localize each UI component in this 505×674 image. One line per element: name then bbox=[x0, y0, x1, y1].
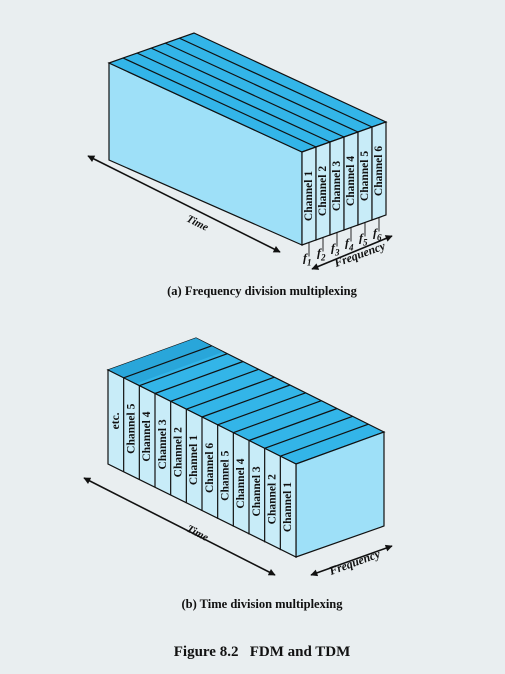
fdm-frequency-label-1: f1 bbox=[303, 251, 312, 268]
fdm-channel-label: Channel 2 bbox=[317, 166, 329, 216]
tdm-slot-label: Channel 5 bbox=[220, 450, 232, 500]
tdm-top-divider bbox=[170, 368, 259, 402]
tdm-top-divider bbox=[154, 360, 244, 395]
fdm-channel-label: Channel 1 bbox=[303, 171, 315, 221]
fdm-top-divider bbox=[164, 42, 359, 133]
tdm-slot-label: Channel 3 bbox=[157, 419, 169, 469]
tdm-slot-label: Channel 1 bbox=[188, 435, 200, 485]
fdm-top-divider bbox=[150, 47, 345, 138]
tdm-top-divider bbox=[280, 423, 369, 457]
tdm-top-divider bbox=[217, 392, 306, 426]
fdm-channel-strip bbox=[371, 121, 387, 221]
tdm-slot-label: Channel 4 bbox=[141, 411, 153, 461]
tdm-slot-label: Channel 6 bbox=[204, 443, 216, 493]
fdm-channel-label: Channel 3 bbox=[331, 161, 343, 211]
tdm-top-divider bbox=[186, 376, 275, 410]
tdm-top-divider bbox=[139, 353, 228, 387]
fdm-channel-label: Channel 4 bbox=[345, 156, 357, 206]
tdm-time-axis-arrow bbox=[83, 477, 276, 576]
tdm-top-divider bbox=[201, 384, 291, 418]
fdm-channel-label: Channel 6 bbox=[373, 146, 385, 196]
tdm-top-divider bbox=[233, 400, 322, 434]
tdm-slot-label: etc. bbox=[110, 412, 122, 429]
tdm-slot-label: Channel 2 bbox=[173, 427, 185, 477]
tdm-slot-label: Channel 1 bbox=[282, 482, 294, 532]
tdm-top-dividers bbox=[123, 345, 369, 457]
fdm-channel-label: Channel 5 bbox=[359, 151, 371, 201]
tdm-slot-label: Channel 5 bbox=[126, 403, 138, 453]
fdm-top-dividers bbox=[122, 37, 373, 148]
tdm-top-divider bbox=[248, 407, 338, 442]
tdm-top-divider bbox=[123, 345, 212, 379]
tdm-slot-label: Channel 4 bbox=[235, 458, 247, 508]
fdm-frequency-axis-arrow bbox=[311, 235, 393, 270]
fdm-time-axis-arrow bbox=[87, 155, 281, 253]
tdm-frequency-axis-arrow bbox=[310, 544, 393, 577]
fdm-top-divider bbox=[178, 37, 373, 128]
figure-title: Figure 8.2 FDM and TDM bbox=[174, 644, 351, 660]
tdm-slot-label: Channel 2 bbox=[267, 474, 279, 524]
tdm-slot-label: Channel 3 bbox=[251, 466, 263, 516]
fdm-frequency-label-2: f2 bbox=[317, 246, 326, 263]
fdm-top-divider bbox=[136, 52, 331, 143]
fdm-caption: (a) Frequency division multiplexing bbox=[167, 284, 357, 298]
tdm-frequency-label: Frequency bbox=[326, 546, 382, 578]
tdm-top-divider bbox=[264, 415, 353, 449]
fdm-top-divider bbox=[122, 57, 317, 148]
tdm-caption: (b) Time division multiplexing bbox=[181, 597, 343, 611]
